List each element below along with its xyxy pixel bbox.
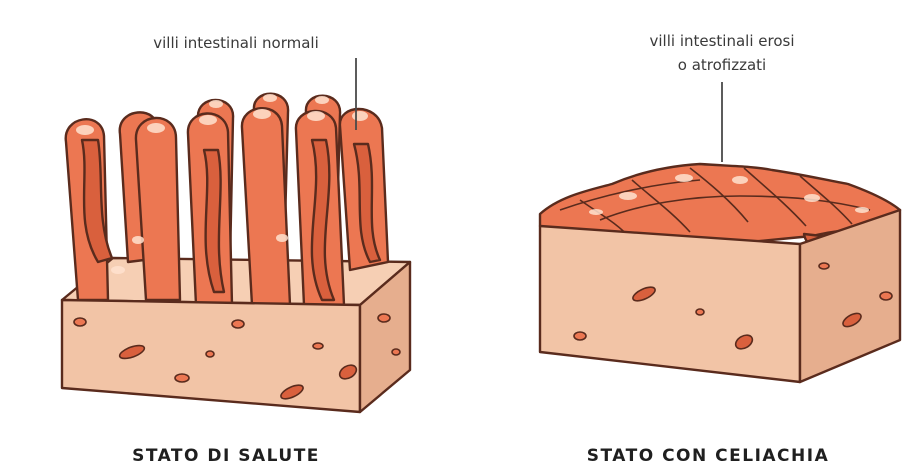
healthy-callout-label: villi intestinali normali bbox=[153, 34, 319, 52]
celiac-callout-label-line1: villi intestinali erosi bbox=[650, 32, 795, 50]
celiac-callout-label-line2: o atrofizzati bbox=[678, 56, 766, 74]
healthy-tissue-illustration bbox=[62, 94, 410, 412]
healthy-caption: STATO DI SALUTE bbox=[132, 446, 320, 466]
celiac-tissue-illustration bbox=[540, 164, 900, 382]
celiac-caption: STATO CON CELIACHIA bbox=[587, 446, 830, 466]
